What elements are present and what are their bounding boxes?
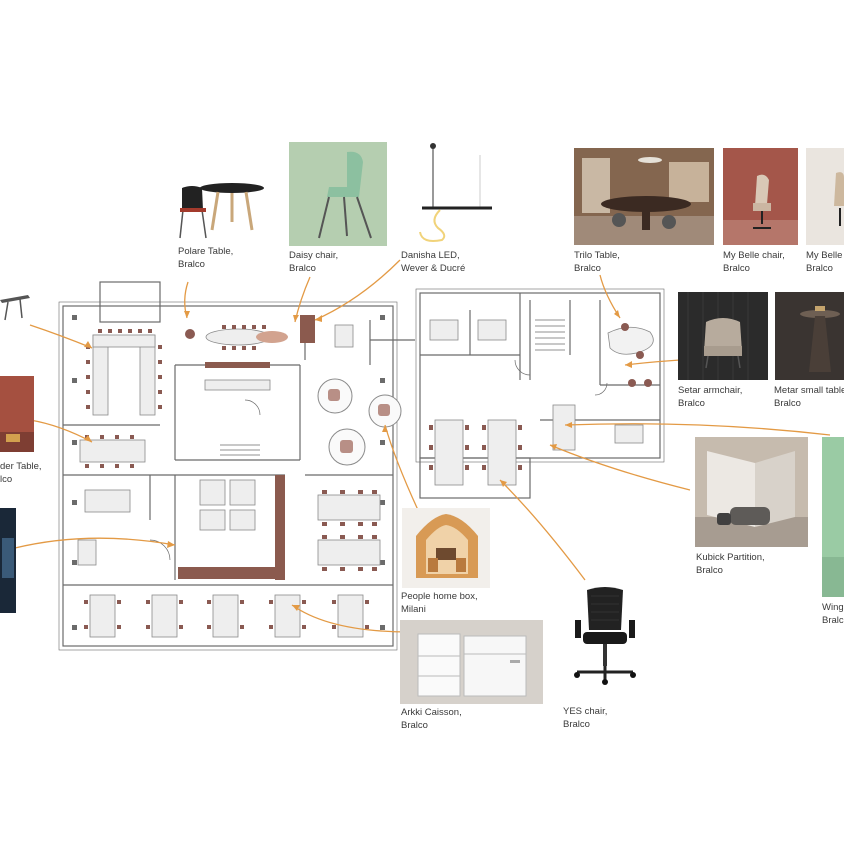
left-brand: lco (0, 474, 13, 485)
people-name: People home box, (401, 591, 478, 602)
metar-brand: Bralco (774, 398, 801, 409)
yes-name: YES chair, (563, 706, 608, 717)
mybelle2-name: My Belle c (806, 250, 844, 261)
danisha-brand: Wever & Ducré (401, 263, 466, 274)
mybelle-caption: My Belle chair, Bralco (723, 249, 785, 275)
kubick-caption: Kubick Partition, Bralco (696, 551, 765, 577)
polare-caption: Polare Table, Bralco (178, 245, 233, 271)
mybelle2-brand: Bralco (806, 263, 833, 274)
daisy-brand: Bralco (289, 263, 316, 274)
left-name: der Table, (0, 461, 42, 472)
polare-name: Polare Table, (178, 246, 234, 257)
danisha-name: Danisha LED, (401, 250, 460, 261)
metar-caption: Metar small table Bralco (774, 384, 844, 410)
daisy-name: Daisy chair, (289, 250, 339, 261)
my-belle-chair-image (723, 148, 798, 245)
arkki-caisson-image (400, 620, 543, 704)
trilo-name: Trilo Table, (574, 250, 620, 261)
yes-brand: Bralco (563, 719, 590, 730)
kubick-name: Kubick Partition, (696, 552, 765, 563)
wingl-image (822, 437, 844, 597)
people-home-box-image (402, 508, 490, 588)
polare-table-image (170, 160, 270, 240)
kubick-partition-image (695, 437, 808, 547)
main-building-outline (62, 305, 394, 647)
setar-caption: Setar armchair, Bralco (678, 384, 742, 410)
trilo-brand: Bralco (574, 263, 601, 274)
wingl-brand: Bralc (822, 615, 844, 626)
setar-brand: Bralco (678, 398, 705, 409)
left-room-image (0, 376, 34, 452)
trilo-caption: Trilo Table, Bralco (574, 249, 620, 275)
trilo-table-image (574, 148, 714, 245)
danisha-caption: Danisha LED, Wever & Ducré (401, 249, 465, 275)
metar-name: Metar small table (774, 385, 844, 396)
mybelle-brand: Bralco (723, 263, 750, 274)
yes-caption: YES chair, Bralco (563, 705, 607, 731)
left-dark-image (0, 508, 16, 613)
setar-name: Setar armchair, (678, 385, 743, 396)
arkki-brand: Bralco (401, 720, 428, 731)
my-belle-chair-2-image (806, 148, 844, 245)
wingl-caption: Wingl Bralc (822, 601, 844, 627)
danisha-led-image (400, 140, 498, 245)
metar-table-image (775, 292, 844, 380)
polare-brand: Bralco (178, 259, 205, 270)
east-wing-outline (419, 292, 661, 459)
left-caption: der Table, lco (0, 460, 42, 486)
kubick-brand: Bralco (696, 565, 723, 576)
arkki-caption: Arkki Caisson, Bralco (401, 706, 462, 732)
mybelle2-caption: My Belle c Bralco (806, 249, 844, 275)
daisy-chair-image (289, 142, 387, 246)
yes-chair-image (565, 582, 645, 687)
mybelle-name: My Belle chair, (723, 250, 785, 261)
daisy-caption: Daisy chair, Bralco (289, 249, 338, 275)
left-table-image (0, 290, 30, 325)
people-caption: People home box, Milani (401, 590, 478, 616)
people-brand: Milani (401, 604, 426, 615)
arkki-name: Arkki Caisson, (401, 707, 462, 718)
setar-armchair-image (678, 292, 768, 380)
wingl-name: Wingl (822, 602, 844, 613)
